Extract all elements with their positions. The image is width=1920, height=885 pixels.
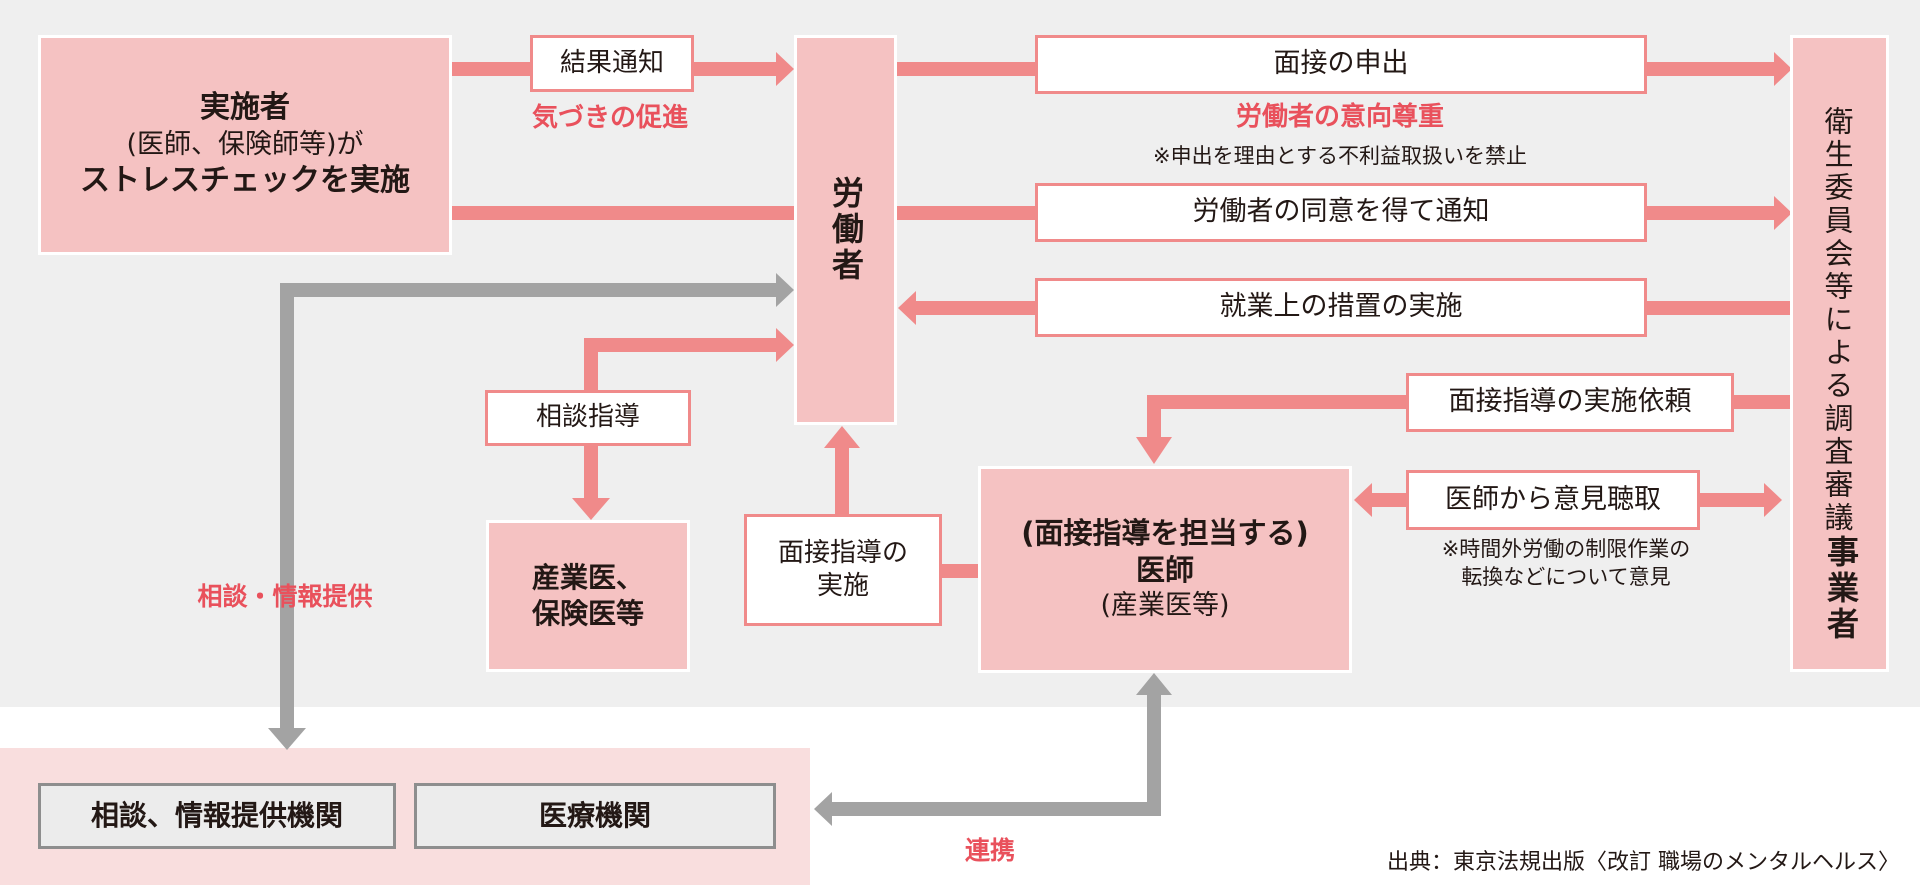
medical-org-box: 医療機関 [414,783,776,849]
occupational-physician-box: 産業医、 保険医等 [486,520,690,672]
result-notice-label: 結果通知 [530,35,694,92]
arrowhead-result-notice [776,52,794,86]
arrowhead-consult-top [776,273,794,307]
gray-arrows [268,273,1172,826]
awareness-note: 気づきの促進 [531,103,688,133]
arrow-coop-v [1147,690,1161,816]
doctor-box: (面接指導を担当する) 医師 (産業医等) [978,466,1352,673]
consult-org-box: 相談、情報提供機関 [38,783,396,849]
interview-commission-label: 面接指導の実施依頼 [1406,373,1734,432]
worker-box: 労働者 [794,35,897,425]
implementer-action: ストレスチェックを実施 [80,163,410,199]
implementer-title: 実施者 [200,90,290,126]
arrowhead-hearing-left [1354,483,1372,517]
occupational-physician-line1: 産業医、 [531,561,644,595]
arrowhead-consult-bottom [268,728,306,750]
hearing-note: ※時間外労働の制限作業の 転換などについて意見 [1356,535,1776,592]
arrow-conduct-v [835,448,849,515]
arrow-guidance-h [584,338,776,352]
arrowhead-coop-up [1136,673,1172,695]
cooperation-note: 連携 [964,836,1015,865]
respect-note: 労働者の意向尊重 [1235,102,1444,132]
consult-info-note: 相談・情報提供 [197,582,373,611]
interview-conduct-line2: 実施 [816,571,869,601]
hearing-note-line1: ※時間外労働の制限作業の [1441,537,1691,561]
arrowhead-coop-left [814,792,832,826]
doctor-line2: 医師 [1135,553,1194,588]
implementer-box: 実施者 (医師、保険師等)が ストレスチェックを実施 [38,35,452,255]
consultation-guidance-label: 相談指導 [485,390,691,446]
arrowhead-conduct [824,426,860,448]
hearing-label: 医師から意見聴取 [1406,470,1700,530]
consent-notice-label: 労働者の同意を得て通知 [1035,183,1647,242]
source-credit: 出典：東京法規出版〈改訂 職場のメンタルヘルス〉 [1387,850,1900,875]
doctor-line1: (面接指導を担当する) [1021,516,1309,551]
prohibition-note: ※申出を理由とする不利益取扱いを禁止 [1153,144,1527,168]
arrowhead-measures [898,291,916,325]
measures-label: 就業上の措置の実施 [1035,278,1647,337]
arrow-coop-h [832,802,1161,816]
line-conduct-to-doctor [940,564,980,578]
employer-box: 事業者 衛生委員会等による調査審議 [1790,35,1889,672]
arrowhead-guidance-top [776,328,794,362]
worker-label: 労働者 [826,176,865,284]
arrowhead-hearing-right [1764,483,1782,517]
arrowhead-interview-request [1774,52,1792,86]
arrow-consult-h [280,283,776,297]
interview-conduct-line1: 面接指導の [777,537,908,568]
line-implementer-consent [452,206,795,220]
interview-request-label: 面接の申出 [1035,35,1647,94]
interview-conduct-label: 面接指導の 実施 [744,514,942,626]
arrowhead-commission [1136,437,1172,464]
occupational-physician-line2: 保険医等 [531,597,644,630]
implementer-role: (医師、保険師等)が [126,128,364,160]
employer-title: 事業者 [1822,535,1861,643]
employer-subtitle: 衛生委員会等による調査審議 [1820,106,1855,535]
arrowhead-consent-notice [1774,196,1792,230]
arrowhead-guidance-bottom [572,498,610,520]
arrow-commission-v [1147,395,1161,437]
arrow-consult-v [280,283,294,733]
doctor-line3: (産業医等) [1100,590,1230,622]
hearing-note-line2: 転換などについて意見 [1461,565,1671,590]
